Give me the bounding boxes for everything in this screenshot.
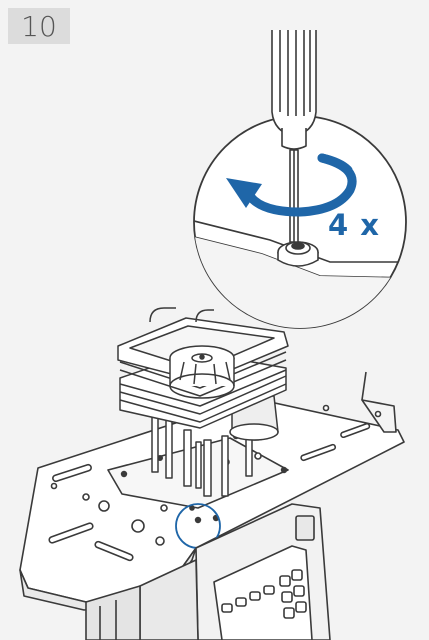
zoom-bubble <box>193 115 407 329</box>
step-number-badge: 10 <box>8 8 70 44</box>
repeat-count-label: 4 x <box>328 208 380 242</box>
screwdriver-icon <box>271 30 317 243</box>
control-unit <box>85 503 331 640</box>
rotation-arrow-icon <box>226 153 357 217</box>
coil-assembly <box>117 307 289 497</box>
